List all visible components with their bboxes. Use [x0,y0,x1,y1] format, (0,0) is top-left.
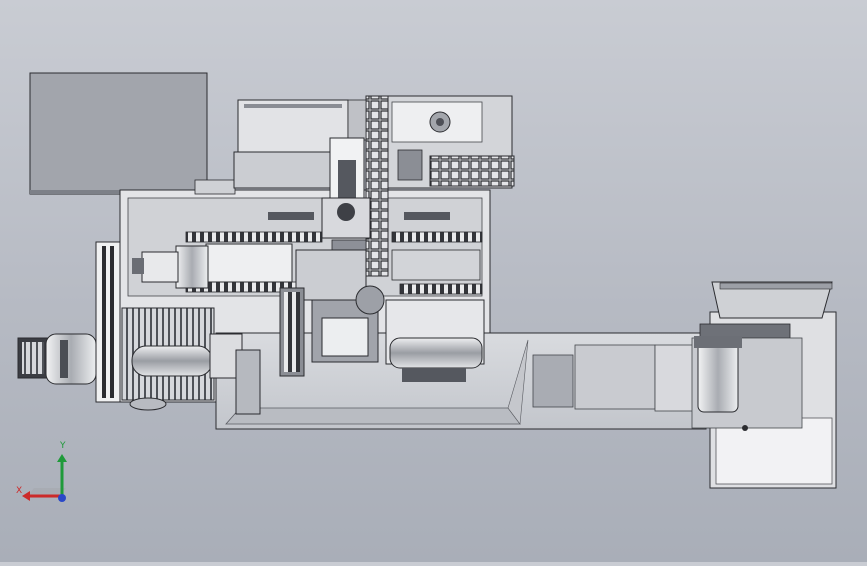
z-axis-dot [58,494,66,502]
drive-gear [279,287,305,377]
turret-column [321,137,371,261]
x-axis-label: X [16,486,23,496]
motor-mount-foot [129,397,167,411]
linear-guide-rails [185,212,483,295]
coordinate-triad [22,454,67,502]
chip-conveyor [691,281,837,489]
sub-spindle [385,249,485,382]
belt-drive [95,241,121,403]
headstock [132,243,293,289]
y-axis-label: Y [60,441,66,451]
gear-box-housing [381,95,515,189]
spindle-motor [121,307,261,415]
electrical-cabinet [29,72,208,195]
vertical-cable-chain [347,95,389,277]
rotary-cylinder [17,333,97,385]
turret-tool-block [295,249,385,363]
